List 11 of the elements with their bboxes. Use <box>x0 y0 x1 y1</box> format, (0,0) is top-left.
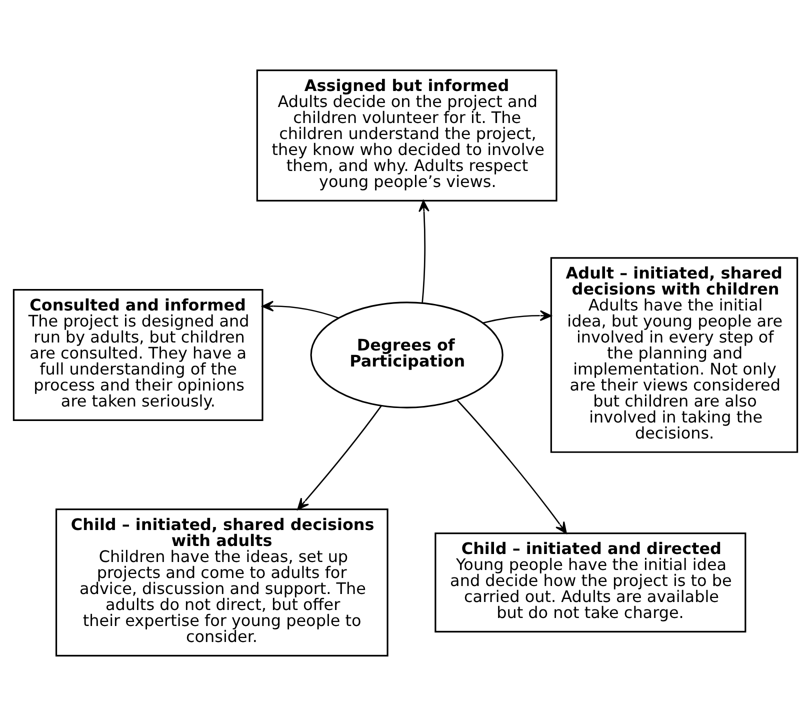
arrow <box>482 310 552 324</box>
node-box: Assigned but informed Adults decide on the project and children volunteer for it. The children understand the project, they know who decided to involve them, and why. Adults respect young people’s views. <box>256 69 558 201</box>
arrow <box>297 404 382 510</box>
arrow <box>418 200 430 303</box>
node-ellipse: Degrees of Participation <box>310 301 504 408</box>
node-box: Child – initiated, shared decisions with adults Children have the ideas, set up projects and come to adults for advice, discussion and support. The adults do not direct, but offer their expertise for young people to consider. <box>55 508 388 656</box>
node-box: Child – initiated and directed Young people have the initial idea and decide how the project is to be carried out. Adults are available but do not take charge. <box>434 532 746 632</box>
node-box: Adult – initiated, shared decisions with children Adults have the initial idea, but young people are involved in every step of the planning and implementation. Not only are their views considered but children are also involved in taking the decisions. <box>550 256 798 452</box>
arrow <box>262 300 339 318</box>
arrow <box>456 399 567 534</box>
node-box: Consulted and informed The project is designed and run by adults, but children are consulted. They have a full understanding of the process and their opinions are taken seriously. <box>12 288 264 420</box>
